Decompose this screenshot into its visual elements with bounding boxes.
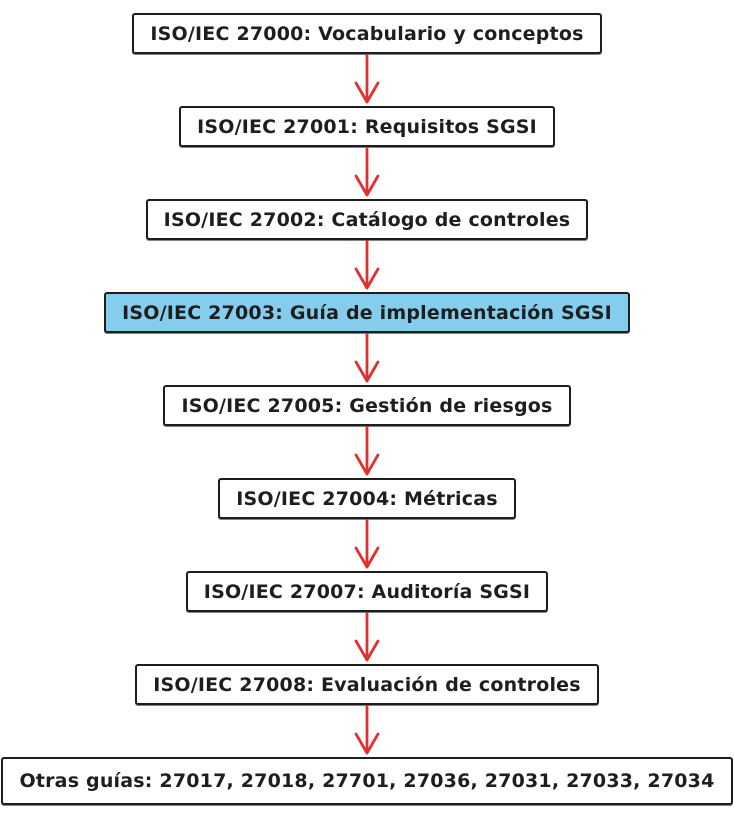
node-iso-27004: ISO/IEC 27004: Métricas	[218, 478, 516, 519]
arrow-down-icon	[354, 333, 380, 383]
arrow-down-icon	[354, 54, 380, 104]
arrow-down-icon	[354, 705, 380, 755]
arrow-down-icon	[354, 147, 380, 197]
node-iso-27003-highlighted: ISO/IEC 27003: Guía de implementación SG…	[104, 292, 630, 333]
node-iso-27001: ISO/IEC 27001: Requisitos SGSI	[179, 106, 555, 147]
arrow-down-icon	[354, 612, 380, 662]
node-iso-27007: ISO/IEC 27007: Auditoría SGSI	[185, 571, 549, 612]
arrow-down-icon	[354, 240, 380, 290]
node-iso-27005: ISO/IEC 27005: Gestión de riesgos	[163, 385, 571, 426]
node-iso-27000: ISO/IEC 27000: Vocabulario y conceptos	[132, 13, 602, 54]
node-otras-guias: Otras guías: 27017, 27018, 27701, 27036,…	[1, 757, 733, 805]
arrow-down-icon	[354, 519, 380, 569]
arrow-down-icon	[354, 426, 380, 476]
node-iso-27008: ISO/IEC 27008: Evaluación de controles	[135, 664, 599, 705]
node-iso-27002: ISO/IEC 27002: Catálogo de controles	[145, 199, 589, 240]
